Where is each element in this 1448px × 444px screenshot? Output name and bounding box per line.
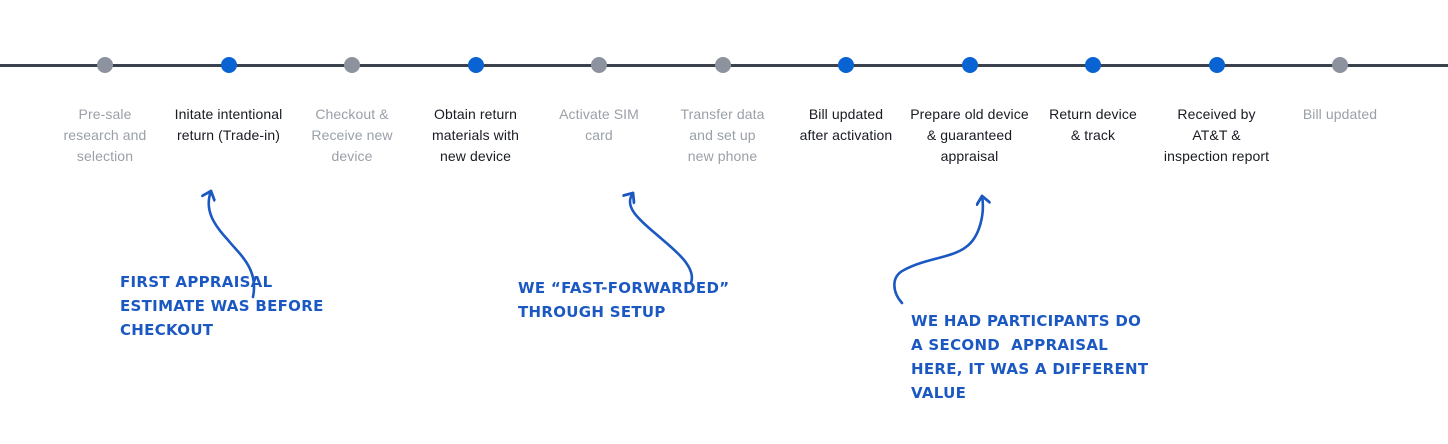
timeline-stop-label: Initate intentional return (Trade-in) [159,104,299,146]
timeline-stop-label: Bill updated [1270,104,1410,125]
timeline-stop-label-line: Prepare old device [910,106,1029,122]
timeline-stop-label: Prepare old device & guaranteed appraisal [900,104,1040,167]
annotation-line: CHECKOUT [120,321,214,339]
timeline-dot [838,57,854,73]
timeline-stop-label-line: inspection report [1163,148,1270,164]
timeline-stop-label: Activate SIM card [529,104,669,146]
arrow-to-activate-sim [630,193,694,285]
annotation-line: WE “FAST-FORWARDED” [518,279,730,297]
annotation-line: HERE, IT WAS A DIFFERENT [911,360,1149,378]
timeline-stop-label: Transfer data and set up new phone [653,104,793,167]
timeline-dot [220,57,237,73]
timeline-stop-label-line: Return device [1049,106,1137,122]
timeline-stop-label-line: selection [76,148,134,164]
timeline-stop-label-line: Checkout & [315,106,389,122]
timeline-stop-label-line: Activate SIM [559,106,639,122]
timeline-dot [97,57,113,73]
arrow-to-prepare-device [893,196,982,305]
timeline-dot [591,57,607,73]
timeline-stop-label-line: Pre-sale [78,106,132,122]
timeline-stop-label-line: & guaranteed [926,127,1013,143]
timeline-stop-label-line: & track [1070,127,1116,143]
timeline-dot [344,57,360,73]
annotation-line: ESTIMATE WAS BEFORE [120,297,324,315]
timeline-stop-label: Received by AT&T & inspection report [1147,104,1287,167]
timeline-stop-label-line: materials with [432,127,519,143]
timeline-dot [467,57,484,73]
timeline-stop-label-line: card [585,127,613,143]
timeline-stop-label: Checkout & Receive new device [282,104,422,167]
timeline-stop-label-line: appraisal [940,148,999,164]
timeline-stop-label-line: Receive new [311,127,393,143]
annotation-line: A SECOND APPRAISAL [911,336,1109,354]
timeline-stop-label-line: research and [63,127,147,143]
timeline-dot [1208,57,1225,73]
annotation-note-1: FIRST APPRAISAL ESTIMATE WAS BEFORE CHECKO… [120,270,324,342]
annotation-line: WE HAD PARTICIPANTS DO [911,312,1142,330]
timeline-stop-label-line: device [331,148,373,164]
timeline-stop-label: Pre-sale research and selection [35,104,175,167]
timeline-dot [1332,57,1348,73]
annotation-note-2: WE “FAST-FORWARDED” THROUGH SETUP [518,276,729,324]
annotation-note-3: WE HAD PARTICIPANTS DO A SECOND APPRAISAL… [911,309,1148,405]
annotation-line: THROUGH SETUP [518,303,666,321]
timeline-stop-label: Obtain return materials with new device [406,104,546,167]
timeline-stop-label-line: return (Trade-in) [176,127,281,143]
timeline-stop-label-line: Bill updated [1302,106,1378,122]
annotation-line: VALUE [911,384,967,402]
timeline-dot [1085,57,1101,73]
timeline-stop-label-line: Obtain return [433,106,517,122]
timeline-stop-label-line: and set up [689,127,756,143]
timeline-stop-label-line: Received by [1177,106,1256,122]
timeline-stop-label: Bill updated after activation [776,104,916,146]
timeline-stop-label-line: new device [439,148,512,164]
timeline-stop-label-line: after activation [799,127,893,143]
timeline-stop-label-line: new phone [687,148,758,164]
timeline-stop-label-line: Bill updated [808,106,884,122]
timeline-dot [714,57,731,73]
timeline-stop-label: Return device & track [1023,104,1163,146]
timeline-stop-label-line: Initate intentional [174,106,283,122]
timeline-stop-label-line: Transfer data [680,106,765,122]
timeline-stop-label-line: AT&T & [1192,127,1241,143]
annotation-line: FIRST APPRAISAL [120,273,273,291]
timeline-dot [961,57,978,73]
